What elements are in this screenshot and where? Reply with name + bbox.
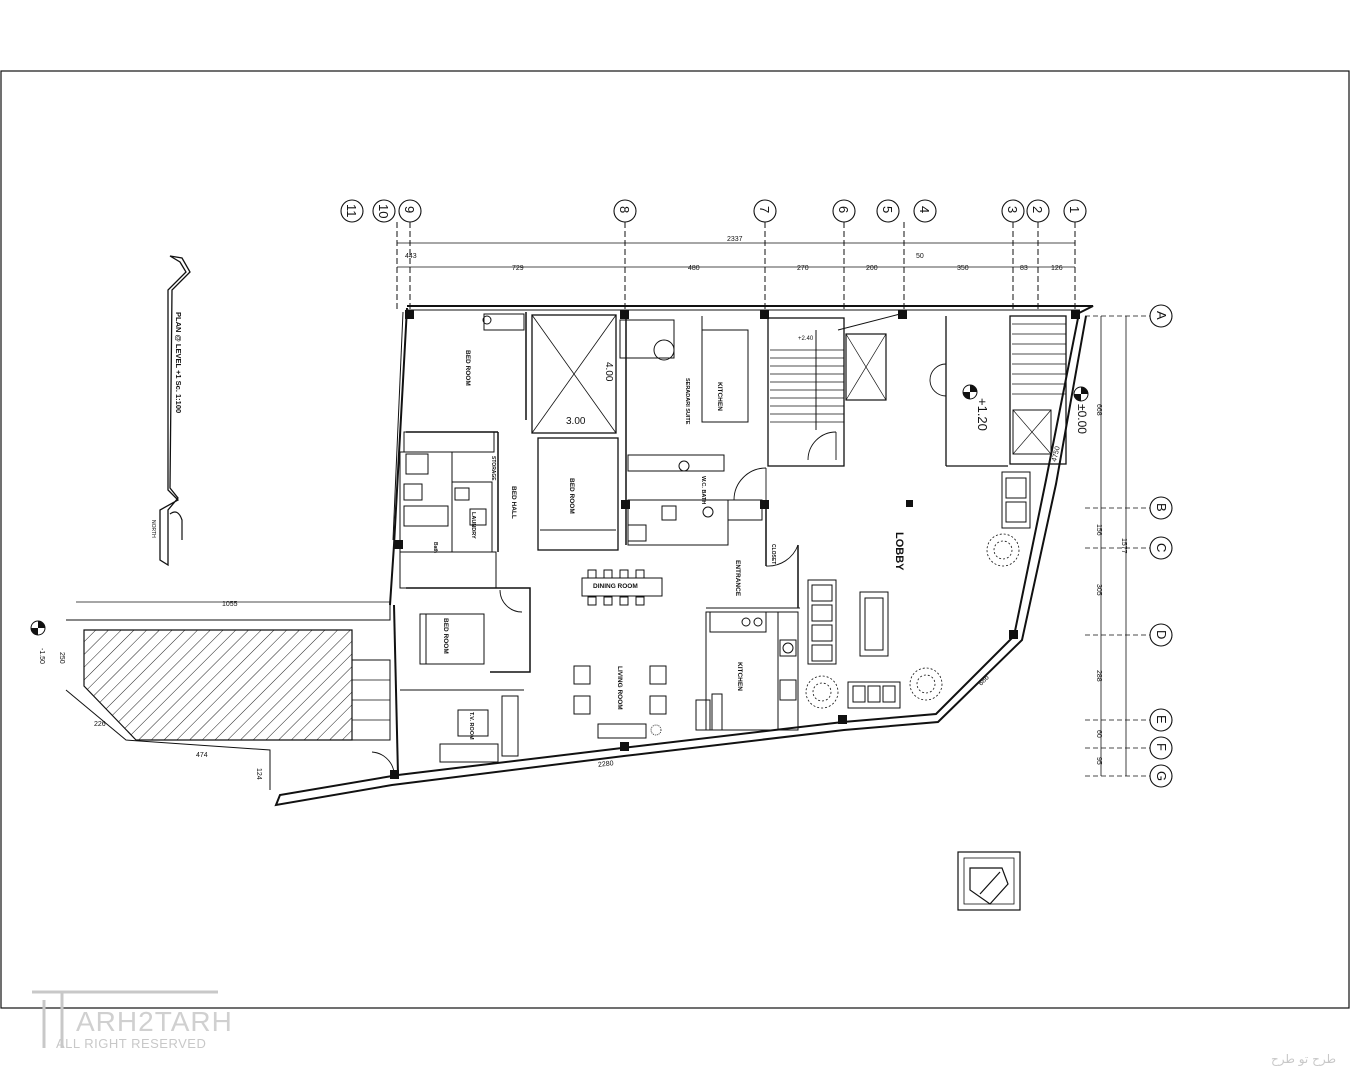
room-closet: CLOSET [770, 544, 776, 564]
terrace-outline [66, 600, 391, 621]
dim-top-seg-7: 126 [1051, 265, 1063, 272]
room-kitchen-bottom: KITCHEN [736, 662, 743, 691]
dim-diag-b: 686 [977, 674, 990, 687]
dim-right-seg-3: 305 [1095, 584, 1102, 596]
dim-right-seg-4: 288 [1095, 670, 1102, 682]
dim-bottom-left-a: 226 [94, 721, 106, 728]
room-dining: DINING ROOM [593, 583, 638, 590]
dim-top-seg-6: 83 [1020, 265, 1028, 272]
column-bubbles [340, 199, 1087, 223]
room-storage: STORAGE [490, 456, 496, 481]
furniture [403, 313, 1031, 763]
dim-top-seg-5: 350 [957, 265, 969, 272]
grid-col-9: 9 [402, 206, 417, 213]
lower-boundary [65, 689, 271, 790]
north-arrow-hook [169, 511, 183, 540]
row-bubbles [1149, 304, 1173, 788]
dim-right-seg-1: 668 [1095, 404, 1102, 416]
grid-col-1: 1 [1067, 206, 1082, 213]
structural-columns [390, 310, 1080, 779]
key-plan [957, 851, 1021, 911]
north-arrow-shape [159, 255, 191, 567]
dim-top-seg-2: 480 [688, 265, 700, 272]
grid-col-6: 6 [836, 206, 851, 213]
grid-col-5: 5 [880, 206, 895, 213]
room-tv: T.V. ROOM [468, 712, 474, 740]
grid-row-a: A [1154, 311, 1169, 320]
grid-row-g: G [1154, 771, 1169, 781]
stair-treads [770, 323, 1066, 423]
dim-bottom-long: 2280 [598, 760, 614, 769]
dim-diag-a: 4750 [1051, 446, 1062, 463]
top-dimensions [397, 242, 1075, 268]
grid-row-f: F [1154, 743, 1169, 751]
dim-top-total: 2337 [727, 236, 743, 243]
column-grid [396, 222, 1076, 310]
grid-row-c: C [1154, 543, 1169, 552]
watermark-logo [32, 990, 218, 1048]
plants [650, 533, 1020, 736]
room-seradari-suite: SERADARI SUITE [684, 378, 690, 425]
interior-walls [351, 312, 1067, 741]
door-swings [371, 363, 947, 773]
grid-col-8: 8 [617, 206, 632, 213]
level-main: +1.20 [975, 398, 990, 431]
room-bed-room-2: BED ROOM [568, 478, 575, 514]
dim-bottom-left-c: 124 [255, 768, 262, 780]
terrace-hatch [83, 629, 353, 741]
room-lobby: LOBBY [893, 532, 905, 571]
watermark-brand: ARH2TARH [76, 1006, 233, 1037]
grid-col-3: 3 [1005, 206, 1020, 213]
watermark-arabic: طرح تو طرح [1270, 1052, 1336, 1066]
dim-left-sub: 1055 [222, 601, 238, 608]
dim-right-seg-6: 95 [1095, 757, 1102, 765]
grid-col-4: 4 [917, 206, 932, 213]
dim-top-small-a: 443 [405, 253, 417, 260]
sheet-border [0, 70, 1350, 1009]
right-dimensions [1085, 315, 1150, 777]
room-size-width: 3.00 [566, 416, 586, 427]
dim-top-seg-4: 200 [866, 265, 878, 272]
room-kitchen-top: KITCHEN [716, 382, 723, 411]
room-bed-room-1: BED ROOM [464, 350, 471, 386]
room-size-height: 4.00 [603, 362, 614, 382]
grid-row-d: D [1154, 630, 1169, 639]
room-laundry: LAUNDRY [470, 512, 476, 539]
dim-left-sub2: 250 [58, 652, 65, 664]
grid-col-7: 7 [757, 206, 772, 213]
room-living: LIVING ROOM [616, 666, 623, 710]
grid-row-e: E [1154, 715, 1169, 724]
level-markers [962, 384, 1089, 402]
level-ground: ±0.00 [1075, 404, 1089, 434]
room-entrance: ENTRANCE [734, 560, 741, 597]
dim-top-seg-3: 270 [797, 265, 809, 272]
north-label: NORTH [150, 520, 156, 538]
grid-col-2: 2 [1030, 206, 1045, 213]
grid-col-11: 11 [344, 204, 359, 218]
grid-col-10: 10 [376, 204, 391, 218]
dim-right-total: 1577 [1120, 538, 1127, 554]
room-wc-bath: W.C. BATH [700, 476, 706, 504]
dim-right-seg-2: 156 [1095, 524, 1102, 536]
grid-row-b: B [1154, 503, 1169, 512]
dim-top-small-b: 50 [916, 253, 924, 260]
room-bed-hall: BED HALL [510, 486, 517, 519]
dim-bottom-left-b: 474 [196, 752, 208, 759]
room-bath: Bath [432, 542, 438, 553]
level-stair: +2.40 [798, 336, 814, 342]
dim-top-seg-1: 729 [512, 265, 524, 272]
level-low: -1.50 [38, 648, 45, 664]
room-bed-room-3: BED ROOM [442, 618, 449, 654]
plan-title: PLAN @ LEVEL +1 Sc. 1:100 [174, 312, 183, 413]
dim-right-seg-5: 60 [1095, 730, 1102, 738]
watermark-rights: ALL RIGHT RESERVED [56, 1036, 207, 1051]
